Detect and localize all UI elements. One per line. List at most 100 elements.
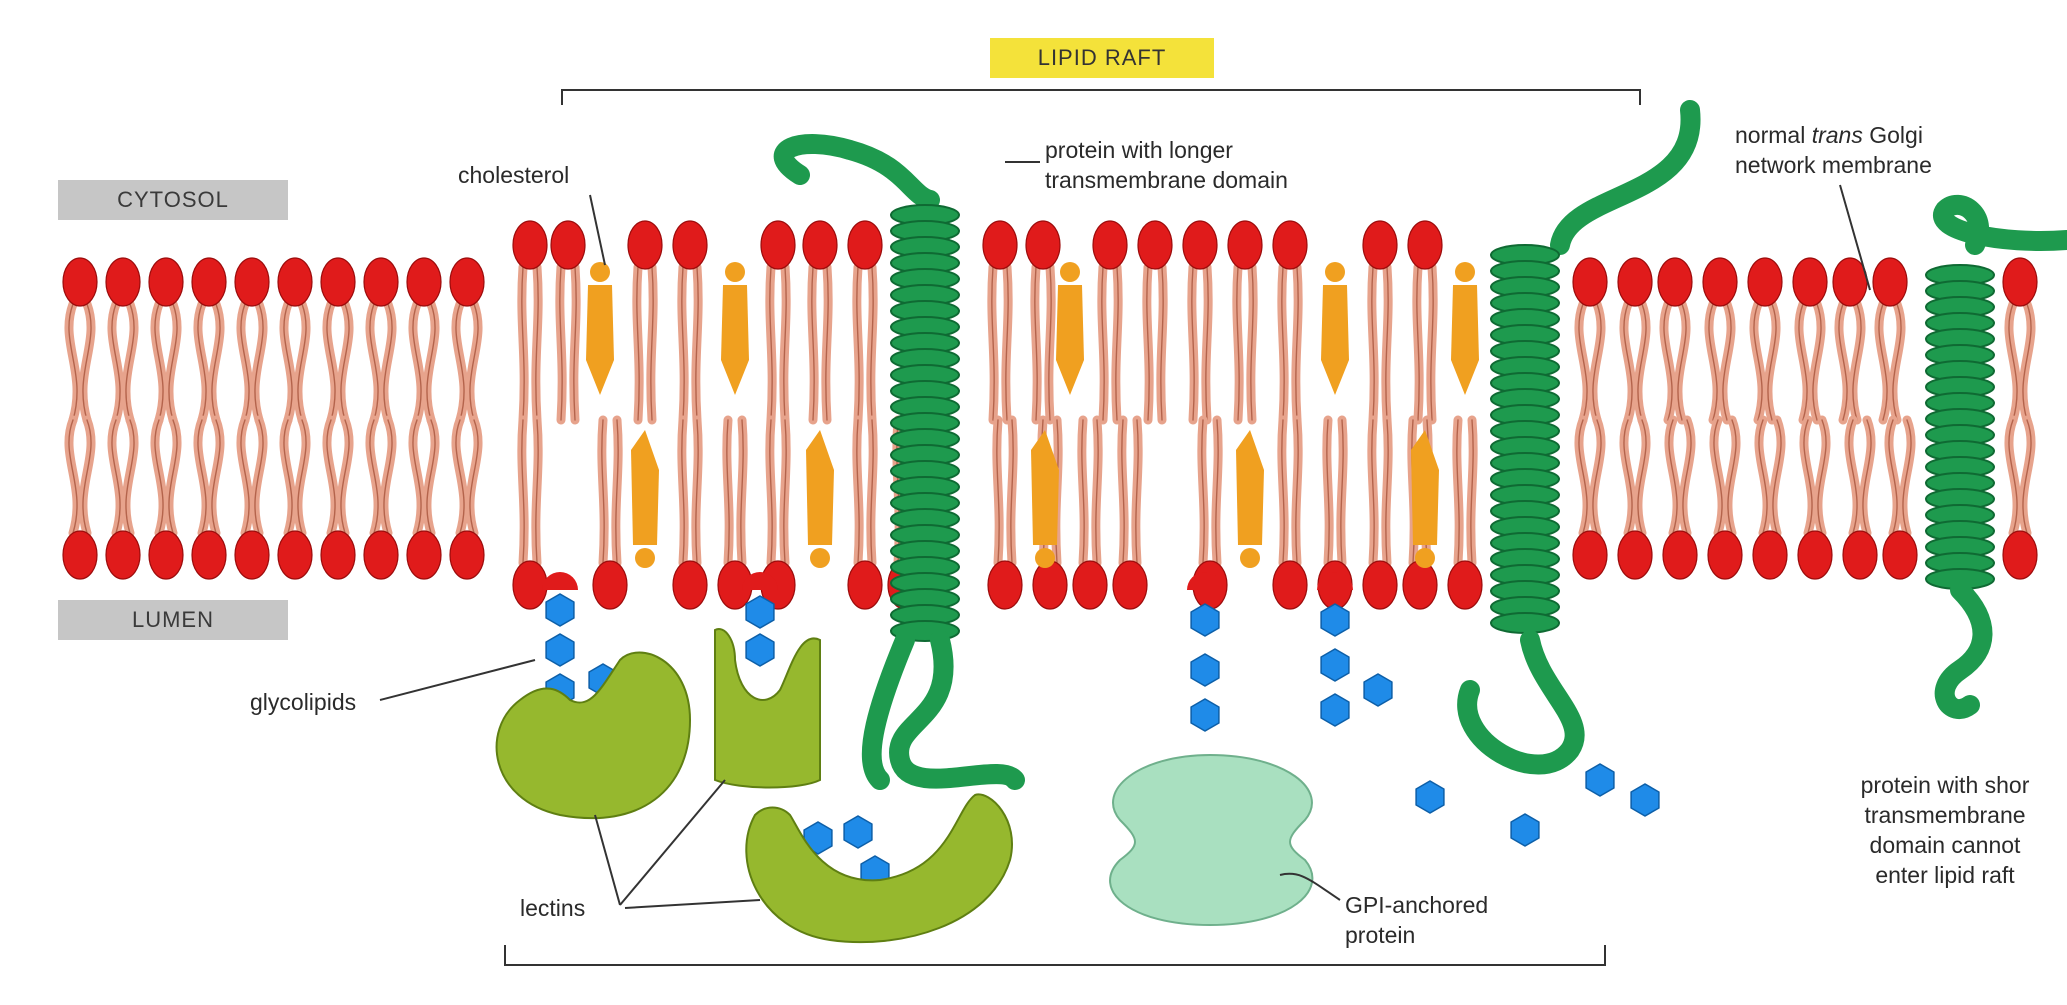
lipid-tail-outline [111,419,135,534]
lipid-tail-outline [1668,419,1692,534]
lectin-pointer-2 [619,779,726,906]
cholesterol-head [1325,262,1345,282]
lipid-headgroup [320,530,356,580]
phospholipid-icon [320,415,356,580]
raft-top-bracket [561,89,1641,105]
lectin-pointer-1 [594,814,621,906]
lipid-headgroup [1072,560,1108,610]
lipid-tail-outline [1578,303,1602,421]
cholesterol-ring [1236,430,1264,545]
golgi-pointer [1839,184,1871,291]
lipid-headgroup [449,257,485,307]
phospholipid-icon [62,415,98,580]
sugar-hexagon-icon [1190,603,1220,637]
phospholipid-icon [1025,220,1061,425]
lectin-pointer-3 [624,899,761,909]
cholesterol-head [1060,262,1080,282]
lipid-tail-outline [521,266,539,421]
lipid-tail [2004,299,2036,425]
lipid-headgroup [1025,220,1061,270]
lipid-headgroup [363,257,399,307]
lipid-tail-outline [369,419,393,534]
lipid-tail-outline [726,419,744,564]
lipid-tail-outline [1713,419,1737,534]
lipid-headgroup [512,560,548,610]
phospholipid-icon [1617,415,1653,580]
lipid-headgroup [62,257,98,307]
phospholipid-icon [672,415,708,610]
sugar-hexagon-icon [1630,783,1660,817]
phospholipid-icon [191,415,227,580]
lipid-tail [322,415,354,538]
lipid-tail-outline [1191,266,1209,421]
cholesterol-head [1415,548,1435,568]
sugar-hexagon-icon [1320,603,1350,637]
trans-italic: trans [1811,122,1863,148]
short-label-line4: enter lipid raft [1875,862,2015,888]
phospholipid-icon [191,257,227,425]
lipid-tail [408,299,440,425]
lipid-headgroup [1362,560,1398,610]
lipid-headgroup [1407,220,1443,270]
lipid-headgroup [105,257,141,307]
lipid-headgroup [1617,257,1653,307]
lipid-headgroup [277,257,313,307]
lipid-headgroup [320,257,356,307]
long-transmembrane-protein [773,134,1025,790]
lipid-tail [1754,415,1786,538]
lipid-headgroup [148,257,184,307]
lipid-tail-outline [455,419,479,534]
lipid-tail-outline [326,303,350,421]
lipid-headgroup [406,530,442,580]
lipid-tail-outline [154,303,178,421]
phospholipid-icon [717,415,753,610]
phospholipid-icon [1702,257,1738,425]
lipid-tail [1659,299,1691,425]
lipid-tail [64,415,96,538]
golgi-label-line1: normal trans Golgi [1735,122,1923,148]
phospholipid-icon [1362,415,1398,610]
glycolipids-pointer [379,659,536,701]
cholesterol-icon [1411,430,1439,568]
short-label-line3: domain cannot [1869,832,2021,858]
lipid-tail [365,299,397,425]
phospholipid-icon [234,415,270,580]
phospholipid-icon [1792,257,1828,425]
lipid-tail [1884,415,1916,538]
protein-luminal-tail [1934,580,1993,719]
phospholipid-icon [1272,220,1308,425]
cholesterol-ring [1321,285,1349,395]
phospholipid-icon [592,415,628,610]
lipid-tail-outline [1326,419,1344,564]
phospholipid-icon [760,415,796,610]
lipid-headgroup [982,220,1018,270]
phospholipid-icon [847,415,883,610]
cholesterol-pointer [589,194,606,266]
cholesterol-head [635,548,655,568]
lipid-headgroup [1657,257,1693,307]
lipid-headgroup [1447,560,1483,610]
lipid-tail-outline [601,419,619,564]
lipid-headgroup [987,560,1023,610]
lipid-headgroup [672,220,708,270]
lipid-tail-outline [1803,419,1827,534]
lipid-tail-outline [856,266,874,421]
lipid-headgroup [1402,560,1438,610]
helix-turn [1490,612,1560,634]
protein-cytosolic-tail [773,134,940,210]
lipid-tail-outline [197,419,221,534]
protein-cytosolic-tail [1933,195,2067,255]
lipid-tail-outline [1663,303,1687,421]
phospholipid-icon [802,220,838,425]
lipid-tail-outline [197,303,221,421]
lipid-tail [1749,299,1781,425]
lipid-headgroup [2002,257,2038,307]
lipid-headgroup [1092,220,1128,270]
lipid-tail [279,415,311,538]
lipid-headgroup [1707,530,1743,580]
lipid-tail-outline [68,303,92,421]
sugar-hexagon-icon [745,595,775,629]
protein-luminal-tail [889,630,1025,790]
lipid-tail-outline [1236,266,1254,421]
lipid-tail-outline [1708,303,1732,421]
